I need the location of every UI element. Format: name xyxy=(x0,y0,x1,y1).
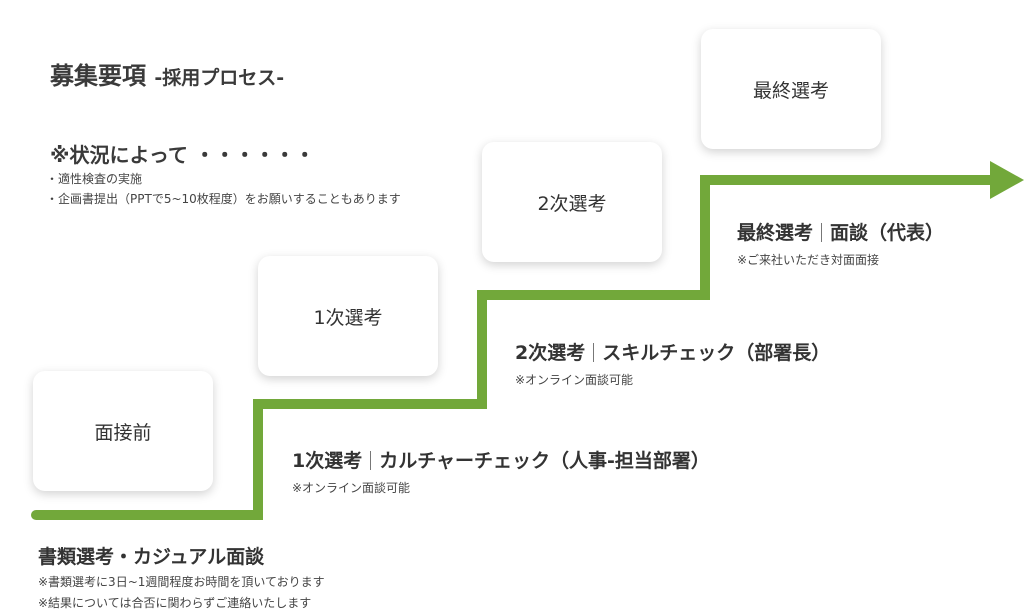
staircase-line xyxy=(31,175,995,520)
step-card-label: 2次選考 xyxy=(537,192,607,215)
step-card-label: 面接前 xyxy=(94,421,152,444)
stage-title-detail: 面談（代表） xyxy=(830,222,945,244)
conditions-list: 適性検査の実施 企画書提出（PPTで5~10枚程度）をお願いすることもあります xyxy=(46,169,401,209)
stage-title: 書類選考・カジュアル面談 xyxy=(38,546,265,568)
conditions-item: 企画書提出（PPTで5~10枚程度）をお願いすることもあります xyxy=(46,189,401,209)
step-card-pre-interview: 面接前 xyxy=(33,371,213,491)
stage-second: 2次選考スキルチェック（部署長） ※オンライン面談可能 xyxy=(515,338,830,390)
stage-separator xyxy=(593,343,595,362)
stage-note: ※ご来社いただき対面面接 xyxy=(737,253,880,267)
arrow-head-icon xyxy=(990,161,1024,199)
stage-note: ※オンライン面談可能 xyxy=(292,481,411,495)
stage-note: ※結果については合否に関わらずご連絡いたします xyxy=(38,596,312,610)
page-title: 募集要項 -採用プロセス- xyxy=(50,56,284,91)
stage-document-screening: 書類選考・カジュアル面談 ※書類選考に3日~1週間程度お時間を頂いております ※… xyxy=(38,542,325,614)
step-card-label: 1次選考 xyxy=(313,306,383,329)
page-title-main: 募集要項 xyxy=(50,62,146,90)
stage-separator xyxy=(370,451,372,470)
conditions-heading: ※状況によって ・・・・・・ xyxy=(50,143,315,167)
stage-final: 最終選考面談（代表） ※ご来社いただき対面面接 xyxy=(737,218,944,270)
stage-title-detail: スキルチェック（部署長） xyxy=(602,342,831,364)
stage-first: 1次選考カルチャーチェック（人事-担当部署） ※オンライン面談可能 xyxy=(292,446,710,498)
stage-note: ※書類選考に3日~1週間程度お時間を頂いております xyxy=(38,575,325,589)
step-card-first-selection: 1次選考 xyxy=(258,256,438,376)
step-card-final-selection: 最終選考 xyxy=(701,29,881,149)
stage-title: 最終選考 xyxy=(737,222,814,244)
stage-title-detail: カルチャーチェック（人事-担当部署） xyxy=(379,450,710,472)
page-subtitle: -採用プロセス- xyxy=(154,67,285,89)
step-card-second-selection: 2次選考 xyxy=(482,142,662,262)
stage-title: 2次選考 xyxy=(515,342,586,364)
conditions-item: 適性検査の実施 xyxy=(46,169,401,189)
step-card-label: 最終選考 xyxy=(752,79,829,102)
stage-title: 1次選考 xyxy=(292,450,363,472)
stage-note: ※オンライン面談可能 xyxy=(515,373,634,387)
stage-separator xyxy=(821,223,823,242)
